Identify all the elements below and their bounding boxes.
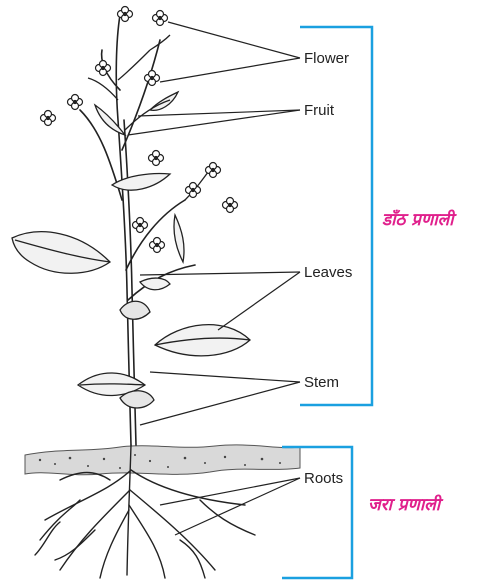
label-roots: Roots — [304, 470, 343, 487]
leaves-leader-2 — [218, 272, 300, 330]
label-leaves: Leaves — [304, 264, 352, 281]
flowers-drawing — [41, 7, 238, 253]
label-fruit: Fruit — [304, 102, 335, 119]
soil-layer — [25, 445, 300, 475]
leaves-leader-1 — [140, 272, 300, 275]
flower-leader-1 — [168, 22, 300, 58]
label-stem: Stem — [304, 374, 339, 391]
flower-leader-2 — [160, 58, 300, 82]
stem-leader-1 — [150, 372, 300, 382]
label-flower: Flower — [304, 50, 349, 67]
root-system-label: जरा प्रणाली — [368, 494, 444, 515]
shoot-system-bracket — [300, 27, 372, 405]
shoot-system-label: डाँठ प्रणाली — [382, 209, 457, 230]
roots-leader-1 — [160, 478, 300, 505]
stem-leader-2 — [140, 382, 300, 425]
